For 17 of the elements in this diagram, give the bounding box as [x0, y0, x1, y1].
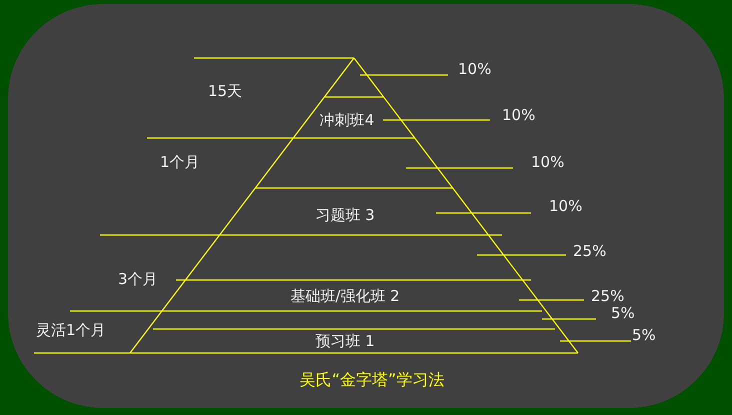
duration-label: 3个月 [118, 270, 158, 288]
percent-label: 5% [632, 326, 656, 344]
level-label: 基础班/强化班 2 [290, 287, 400, 305]
percent-label: 5% [611, 304, 635, 322]
percent-label: 25% [573, 242, 606, 260]
duration-label: 灵活1个月 [36, 321, 106, 339]
percent-label: 10% [458, 60, 492, 78]
percent-label: 25% [591, 287, 624, 305]
level-label: 预习班 1 [315, 332, 375, 350]
percent-label: 10% [531, 153, 564, 171]
level-label: 冲刺班4 [320, 111, 374, 129]
duration-label: 1个月 [160, 153, 200, 171]
level-label: 习题班 3 [315, 206, 375, 224]
percent-label: 10% [502, 106, 536, 124]
duration-label: 15天 [208, 82, 242, 100]
caption: 吴氏“金字塔”学习法 [300, 371, 444, 389]
percent-label: 10% [549, 197, 582, 215]
